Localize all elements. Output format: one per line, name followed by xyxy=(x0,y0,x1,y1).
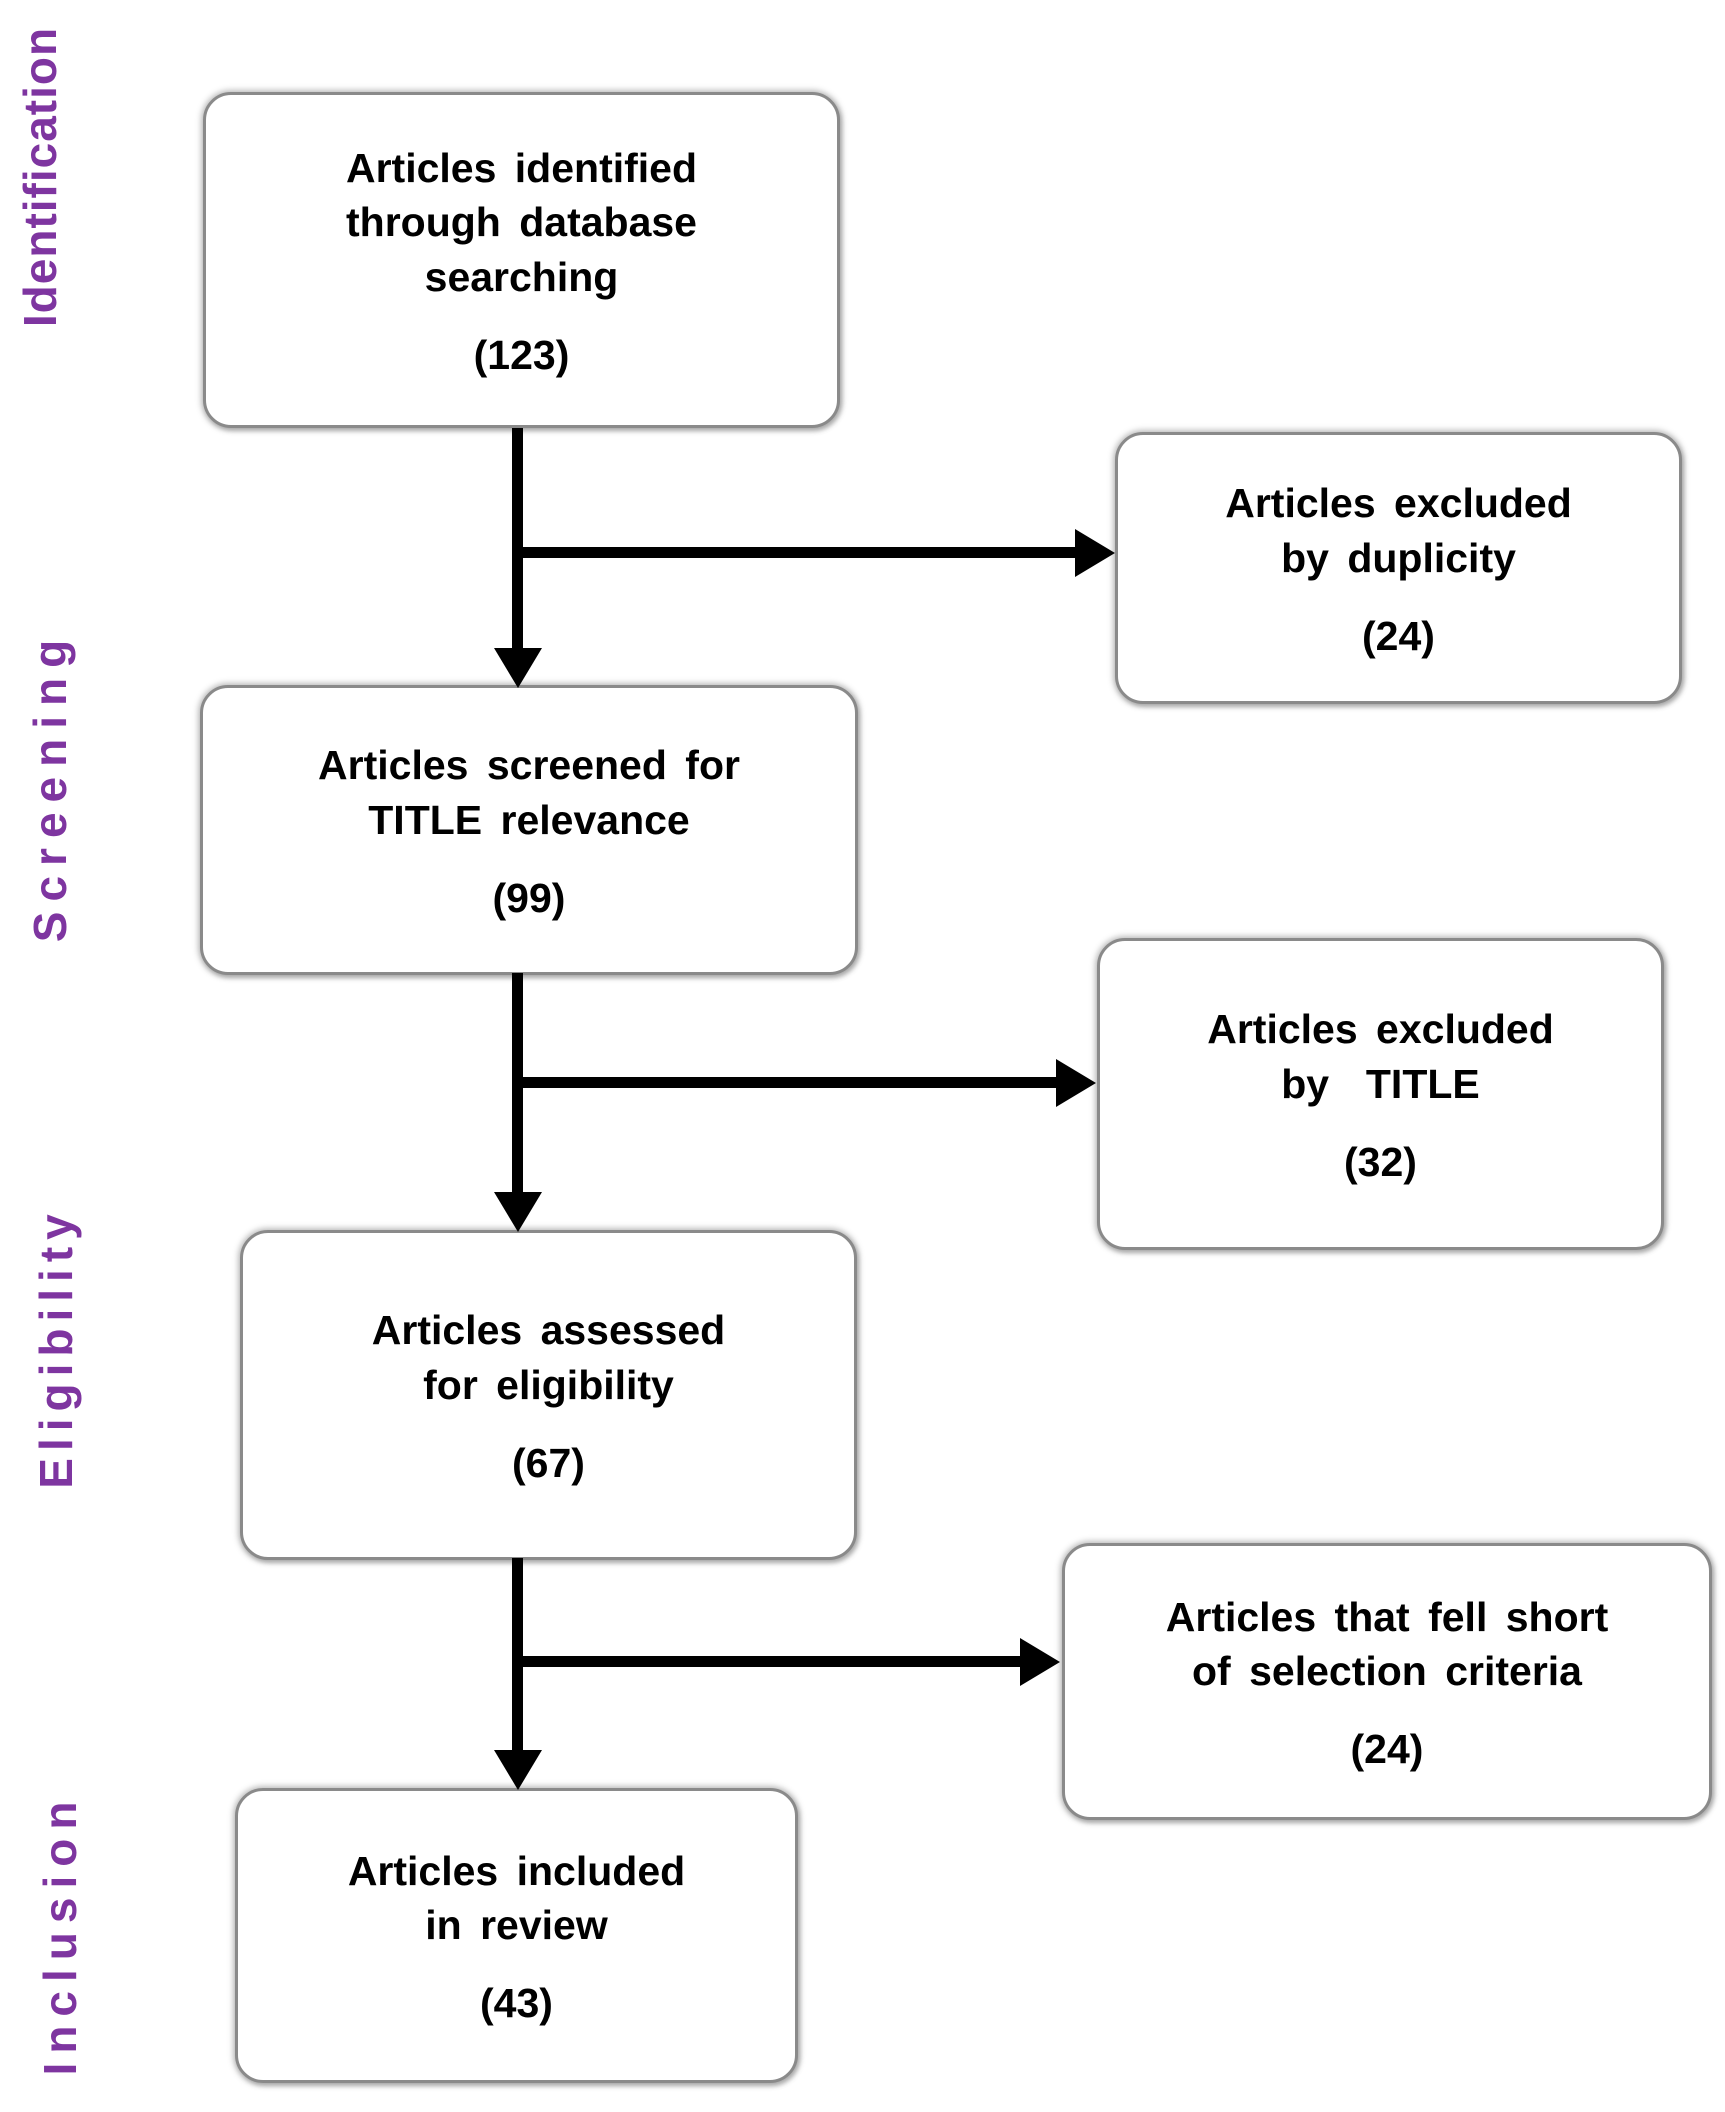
stage-label-identification: Identification xyxy=(14,26,66,328)
box-fell-short-criteria-text: Articles that fell short of selection cr… xyxy=(1165,1593,1609,1694)
arrow-right-2-head-icon xyxy=(1056,1059,1096,1107)
arrow-down-2-head-icon xyxy=(494,1192,542,1232)
box-articles-assessed-text: Articles assessed for eligibility xyxy=(371,1307,726,1408)
box-excluded-title: Articles excluded by TITLE (32) xyxy=(1097,938,1664,1250)
box-excluded-duplicity-text: Articles excluded by duplicity xyxy=(1225,480,1572,581)
box-articles-included-text: Articles included in review xyxy=(347,1847,686,1948)
stage-label-inclusion: Inclusion xyxy=(34,1792,86,2076)
box-articles-assessed: Articles assessed for eligibility (67) xyxy=(240,1230,857,1560)
arrow-right-3-shaft xyxy=(512,1656,1022,1667)
arrow-down-1-head-icon xyxy=(494,648,542,688)
box-articles-screened-count: (99) xyxy=(492,874,566,921)
arrow-right-2-shaft xyxy=(512,1077,1058,1088)
arrow-down-3-shaft xyxy=(512,1558,523,1753)
stage-label-eligibility: Eligibility xyxy=(30,1207,82,1489)
box-excluded-duplicity-count: (24) xyxy=(1362,612,1435,659)
arrow-right-3-head-icon xyxy=(1020,1638,1060,1686)
arrow-right-1-shaft xyxy=(512,547,1077,558)
arrow-down-1-shaft xyxy=(512,428,523,652)
box-articles-included: Articles included in review (43) xyxy=(235,1788,798,2083)
box-articles-identified-text: Articles identified through database sea… xyxy=(345,145,697,300)
box-excluded-title-count: (32) xyxy=(1344,1138,1417,1185)
arrow-down-3-head-icon xyxy=(494,1750,542,1790)
stage-label-screening: Screening xyxy=(24,629,76,943)
box-excluded-duplicity: Articles excluded by duplicity (24) xyxy=(1115,432,1682,704)
box-articles-assessed-count: (67) xyxy=(512,1439,585,1486)
box-excluded-title-text: Articles excluded by TITLE xyxy=(1207,1006,1554,1107)
box-articles-identified-count: (123) xyxy=(473,331,570,378)
box-articles-screened-text: Articles screened for TITLE relevance xyxy=(318,742,740,843)
box-fell-short-criteria-count: (24) xyxy=(1350,1726,1424,1773)
box-articles-included-count: (43) xyxy=(480,1980,553,2027)
arrow-right-1-head-icon xyxy=(1075,529,1115,577)
box-articles-identified: Articles identified through database sea… xyxy=(203,92,840,428)
box-fell-short-criteria: Articles that fell short of selection cr… xyxy=(1062,1543,1712,1820)
box-articles-screened: Articles screened for TITLE relevance (9… xyxy=(200,685,858,975)
